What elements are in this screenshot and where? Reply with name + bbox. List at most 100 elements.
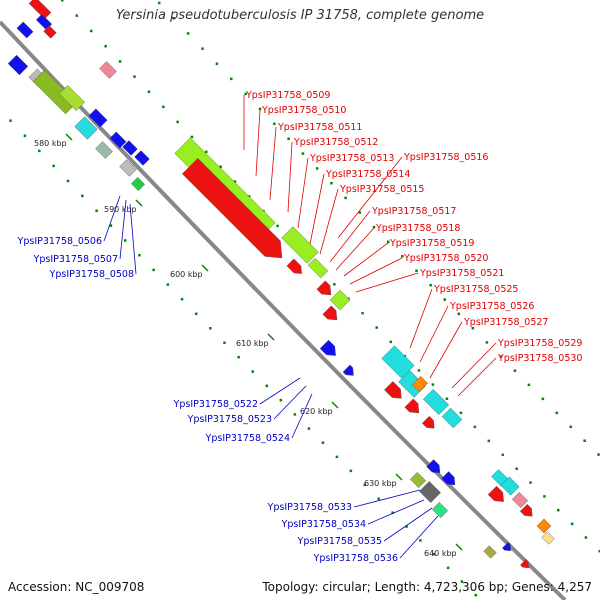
gene-label: YpsIP31758_0525 [433, 284, 518, 295]
gc-dot [287, 137, 290, 141]
leader-line [355, 272, 419, 293]
gc-dot [66, 179, 70, 183]
gc-dot [157, 1, 161, 5]
gene-label: YpsIP31758_0517 [371, 206, 456, 217]
kbp-tick [201, 264, 209, 272]
gc-dot [349, 469, 353, 473]
leader-line [297, 157, 309, 229]
gc-dot [166, 283, 170, 286]
genome-title: Yersinia pseudotuberculosis IP 31758, co… [115, 8, 485, 23]
gene-feature [411, 375, 429, 393]
gene-feature [421, 415, 435, 429]
leader-line [383, 507, 433, 542]
gc-dot [569, 425, 572, 429]
gc-dot [433, 552, 436, 556]
gc-dot [415, 269, 418, 272]
gc-dot [335, 455, 339, 459]
gene-label: YpsIP31758_0535 [297, 536, 382, 547]
gc-dot [176, 120, 179, 124]
gene-feature [119, 159, 137, 177]
gene-label: YpsIP31758_0511 [277, 122, 362, 133]
gc-dot [386, 240, 390, 244]
gene-feature [431, 501, 449, 519]
gene-feature [384, 381, 402, 399]
gc-dot [555, 411, 559, 415]
gc-dot [372, 225, 376, 229]
gc-dot [209, 327, 212, 330]
gene-label: YpsIP31758_0526 [449, 301, 534, 312]
gc-dot [363, 483, 367, 487]
gc-dot [361, 311, 364, 315]
leader-line [273, 385, 307, 420]
gene-feature [181, 157, 283, 259]
gc-dot [515, 467, 518, 470]
leader-line [269, 126, 277, 201]
kbp-tick [135, 199, 143, 207]
gc-dot [459, 411, 463, 415]
gc-dot [457, 312, 461, 316]
gc-dot [431, 383, 435, 386]
gene-feature [342, 364, 354, 376]
kbp-label: 620 kbp [300, 407, 333, 416]
gc-dot [273, 122, 276, 126]
gene-feature [109, 131, 127, 149]
leader-line [343, 242, 389, 277]
gene-feature [500, 476, 520, 496]
kbp-tick [455, 543, 463, 551]
accession-text: Accession: NC_009708 [8, 580, 145, 594]
gc-dot [9, 119, 12, 122]
gc-dot [81, 194, 84, 198]
gc-dot [598, 549, 600, 553]
leader-line [429, 321, 463, 379]
gc-dot [133, 75, 136, 78]
gc-dot [429, 283, 432, 287]
leader-line [335, 227, 375, 271]
gene-feature [519, 503, 533, 517]
gene-label: YpsIP31758_0533 [267, 502, 352, 513]
gene-feature [409, 471, 427, 489]
gc-dot [230, 77, 233, 81]
leader-line [129, 203, 137, 275]
gc-dot [419, 539, 422, 542]
gc-dot [233, 180, 237, 183]
gc-dot [485, 341, 489, 344]
gc-dot [180, 297, 184, 301]
gene-label: YpsIP31758_0518 [375, 223, 460, 234]
kbp-label: 600 kbp [170, 270, 203, 279]
gene-feature [286, 258, 302, 274]
gene-label: YpsIP31758_0521 [419, 268, 504, 279]
gc-dot [333, 283, 336, 286]
gene-feature [404, 398, 420, 414]
leader-line [457, 357, 497, 397]
gene-label: YpsIP31758_0513 [309, 153, 394, 164]
leader-line [349, 257, 403, 285]
leader-line [319, 188, 339, 255]
topology-text: Topology: circular; Length: 4,723,306 bp… [262, 580, 592, 594]
gc-dot [75, 14, 78, 17]
gc-dot [104, 44, 107, 48]
leader-line [291, 393, 313, 439]
gc-dot [258, 107, 262, 111]
leader-line [255, 109, 261, 177]
gc-dot [293, 413, 297, 416]
leader-line [399, 515, 439, 559]
gc-dot [471, 326, 475, 330]
gene-feature [483, 545, 497, 559]
gc-dot [205, 150, 208, 154]
gene-feature [307, 257, 329, 279]
gene-feature [419, 481, 441, 503]
gc-dot [344, 196, 347, 200]
gc-dot [244, 92, 247, 96]
gene-feature [322, 305, 338, 321]
gene-label: YpsIP31758_0523 [187, 414, 272, 425]
gc-dot [279, 398, 283, 402]
gene-label: YpsIP31758_0519 [389, 238, 474, 249]
leader-line [103, 195, 121, 242]
gc-dot [301, 152, 305, 155]
gc-dot [95, 209, 98, 213]
gc-dot [487, 439, 491, 443]
gc-dot [405, 525, 408, 528]
gene-feature [7, 54, 29, 76]
gc-dot [445, 397, 449, 400]
